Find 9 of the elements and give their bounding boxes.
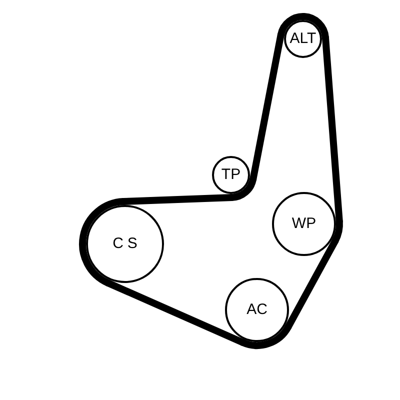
pulley xyxy=(284,20,322,58)
pulley xyxy=(225,278,289,342)
pulley xyxy=(86,205,164,283)
pulley-label: TP xyxy=(221,166,241,184)
pulley xyxy=(212,156,250,194)
pulley-label: WP xyxy=(292,216,316,232)
pulley-label: ALT xyxy=(290,30,316,48)
pulley-label: AC xyxy=(246,302,268,318)
pulley-label: CS xyxy=(112,236,142,252)
